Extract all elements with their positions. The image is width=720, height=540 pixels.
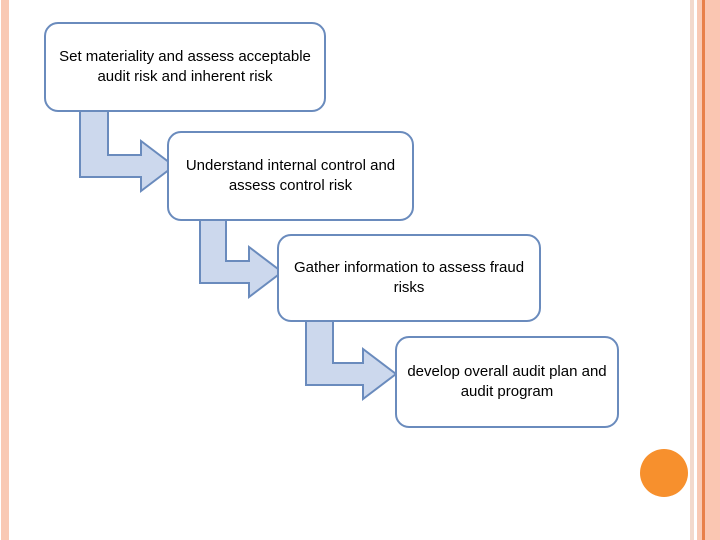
flow-step-label-4: develop overall audit plan and audit pro…	[407, 363, 607, 400]
flow-step-label-1: Set materiality and assess acceptable au…	[59, 48, 311, 85]
flow-step-box-2[interactable]: Understand internal control and assess c…	[167, 131, 414, 221]
right-edge-stripe-1	[690, 0, 694, 540]
orange-circle-decoration	[640, 449, 688, 497]
flow-step-box-4[interactable]: develop overall audit plan and audit pro…	[395, 336, 619, 428]
flow-step-box-1[interactable]: Set materiality and assess acceptable au…	[44, 22, 326, 112]
connector-arrow-3	[305, 319, 398, 402]
connector-arrow-1	[79, 108, 176, 194]
flow-step-box-3[interactable]: Gather information to assess fraud risks	[277, 234, 541, 322]
connector-arrow-2	[199, 216, 284, 300]
left-edge-stripe	[1, 0, 9, 540]
right-edge-stripe-2	[697, 0, 702, 540]
flow-step-label-3: Gather information to assess fraud risks	[293, 259, 525, 296]
flow-step-label-2: Understand internal control and assess c…	[185, 157, 396, 194]
right-edge-stripe-4	[705, 0, 720, 540]
right-edge-stripe-3	[702, 0, 705, 540]
